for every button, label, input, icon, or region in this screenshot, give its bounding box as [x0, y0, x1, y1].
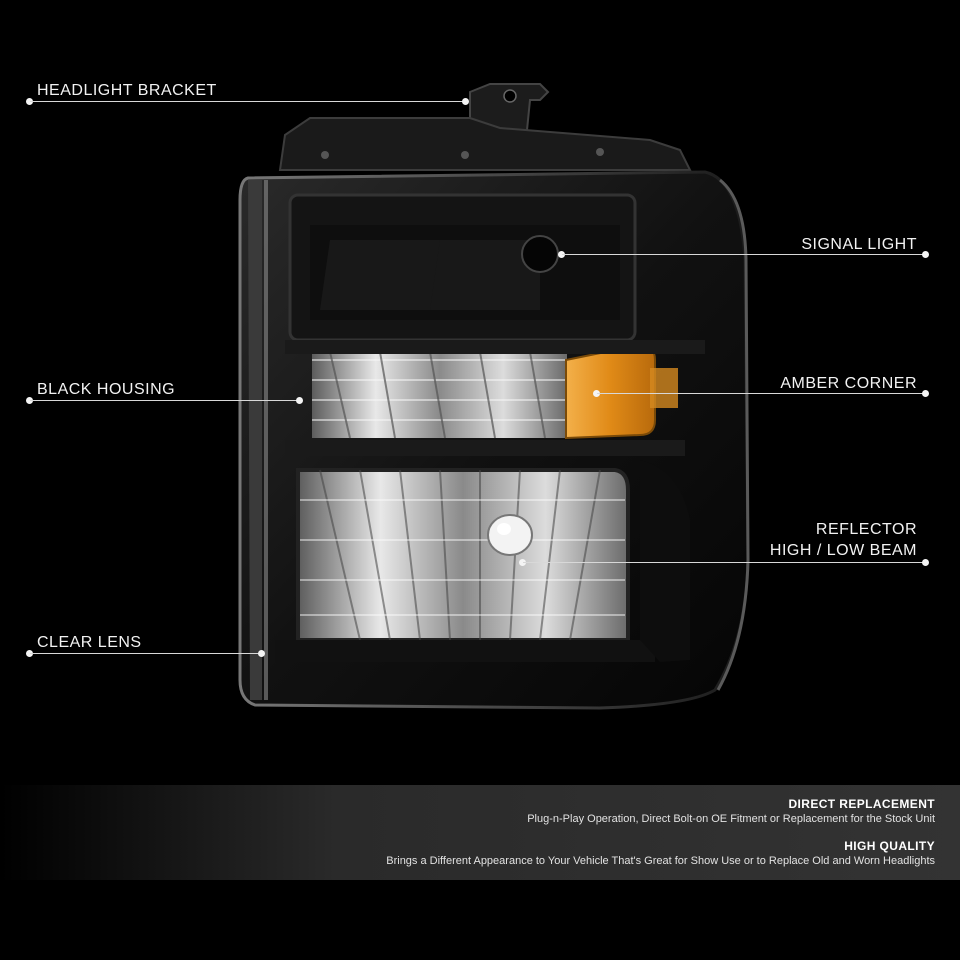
middle-reflector	[312, 351, 567, 439]
callout-line-amber-corner	[597, 393, 926, 394]
feature-text-high-quality: Brings a Different Appearance to Your Ve…	[386, 855, 935, 867]
callout-line-black-housing	[30, 400, 300, 401]
amber-corner	[565, 343, 678, 440]
callout-dot-amber-corner-end	[922, 390, 929, 397]
main-reflector	[296, 468, 630, 642]
feature-title-high-quality: HIGH QUALITY	[844, 839, 935, 853]
callout-line-clear-lens	[30, 653, 262, 654]
callout-line-reflector	[523, 562, 926, 563]
callout-headlight-bracket: HEADLIGHT BRACKET	[37, 82, 217, 99]
callout-line-signal-light	[562, 254, 926, 255]
callout-dot-signal-light-start	[558, 251, 565, 258]
callout-dot-black-housing-end	[296, 397, 303, 404]
callout-dot-reflector-start	[519, 559, 526, 566]
callout-dot-reflector-end	[922, 559, 929, 566]
callout-dot-headlight-bracket-start	[26, 98, 33, 105]
feature-info-panel: DIRECT REPLACEMENT Plug-n-Play Operation…	[0, 785, 960, 880]
callout-clear-lens: CLEAR LENS	[37, 634, 142, 651]
callout-dot-clear-lens-end	[258, 650, 265, 657]
callout-dot-headlight-bracket-end	[462, 98, 469, 105]
headlight-bracket	[278, 83, 692, 171]
callout-dot-amber-corner-start	[593, 390, 600, 397]
callout-reflector-line1: REFLECTOR	[815, 521, 917, 538]
signal-light	[288, 193, 637, 342]
callout-dot-signal-light-end	[922, 251, 929, 258]
callout-line-headlight-bracket	[30, 101, 466, 102]
callout-amber-corner: AMBER CORNER	[780, 375, 917, 392]
callout-signal-light: SIGNAL LIGHT	[801, 236, 917, 253]
callout-black-housing: BLACK HOUSING	[37, 381, 176, 398]
callout-reflector-line2: HIGH / LOW BEAM	[769, 542, 917, 559]
callout-dot-clear-lens-start	[26, 650, 33, 657]
feature-title-direct-replacement: DIRECT REPLACEMENT	[788, 797, 935, 811]
callout-dot-black-housing-start	[26, 397, 33, 404]
feature-text-direct-replacement: Plug-n-Play Operation, Direct Bolt-on OE…	[527, 813, 935, 825]
